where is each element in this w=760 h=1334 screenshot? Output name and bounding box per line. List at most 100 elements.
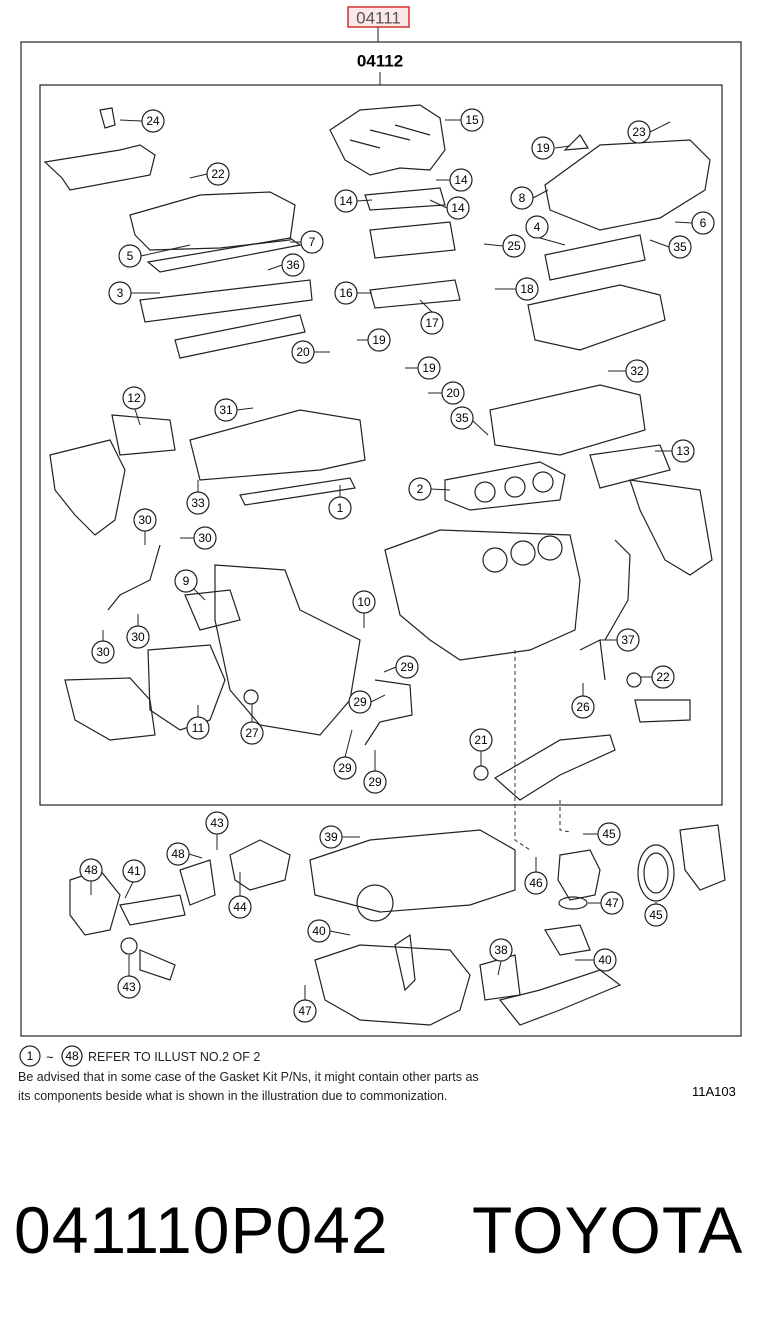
callout-40[interactable]: 40	[575, 948, 617, 972]
callout-3[interactable]: 3	[108, 281, 160, 305]
callout-20a[interactable]: 20	[291, 340, 330, 364]
callout-5[interactable]: 5	[118, 244, 191, 268]
svg-text:8: 8	[519, 191, 526, 205]
range-text: REFER TO ILLUST NO.2 OF 2	[88, 1050, 260, 1064]
callout-23[interactable]: 22	[189, 162, 230, 186]
range-tilde: ~	[46, 1050, 54, 1065]
callout-37[interactable]: 38	[489, 938, 513, 976]
callout-29d[interactable]: 29	[363, 750, 387, 794]
callout-6[interactable]: 6	[674, 211, 715, 235]
range-start-circle	[19, 1045, 41, 1067]
svg-text:24: 24	[146, 114, 160, 128]
callout-4[interactable]: 4	[525, 215, 566, 246]
callout-34[interactable]: 35	[450, 406, 489, 436]
callout-21[interactable]: 19	[531, 136, 571, 160]
callout-43a[interactable]: 43	[205, 811, 229, 850]
svg-text:35: 35	[455, 411, 469, 425]
callout-33[interactable]: 33	[186, 480, 210, 515]
svg-text:5: 5	[127, 249, 134, 263]
svg-text:14: 14	[451, 201, 465, 215]
callout-14b[interactable]: 14	[334, 189, 373, 213]
svg-text:13: 13	[676, 444, 690, 458]
callout-16[interactable]: 17	[419, 299, 444, 335]
callout-42[interactable]: 43	[117, 955, 141, 999]
callout-26[interactable]: 24	[119, 109, 165, 133]
svg-text:45: 45	[649, 908, 663, 922]
svg-text:6: 6	[700, 216, 707, 230]
footer-part-number: 041110P042	[14, 1193, 389, 1267]
callout-10[interactable]: 10	[352, 590, 376, 628]
callout-48a[interactable]: 48	[166, 842, 203, 866]
range-end: 48	[65, 1049, 79, 1063]
callout-13[interactable]: 13	[655, 439, 695, 463]
callout-29c[interactable]: 29	[333, 729, 357, 780]
svg-text:30: 30	[96, 645, 110, 659]
callout-9[interactable]: 9	[174, 569, 206, 601]
callout-17[interactable]: 15	[445, 108, 484, 132]
callout-2[interactable]: 2	[408, 477, 451, 501]
range-start: 1	[27, 1049, 34, 1063]
callout-19b[interactable]: 19	[405, 356, 441, 380]
callout-35a[interactable]: 35	[649, 235, 692, 259]
callout-46[interactable]: 47	[588, 891, 624, 915]
callout-30c[interactable]: 30	[126, 614, 150, 649]
callout-31[interactable]: 31	[214, 398, 254, 422]
callout-38[interactable]: 39	[319, 825, 360, 849]
callout-45b[interactable]: 46	[524, 857, 548, 895]
callout-29b[interactable]: 29	[348, 690, 386, 714]
callout-14a[interactable]: 14	[436, 168, 473, 192]
svg-text:25: 25	[507, 239, 521, 253]
callout-39[interactable]: 40	[307, 919, 351, 943]
callout-28[interactable]: 27	[240, 704, 264, 745]
svg-text:23: 23	[632, 125, 646, 139]
callout-43b[interactable]: 44	[228, 872, 252, 919]
part-drawings	[43, 104, 726, 1026]
callout-20b[interactable]: 20	[428, 381, 465, 405]
callout-18[interactable]: 18	[495, 277, 539, 301]
callout-19a[interactable]: 19	[357, 328, 391, 352]
callout-1[interactable]: 1	[328, 485, 352, 520]
svg-text:29: 29	[368, 775, 382, 789]
svg-text:19: 19	[422, 361, 436, 375]
svg-text:41: 41	[127, 864, 141, 878]
callout-24[interactable]: 23	[627, 120, 671, 144]
callout-35b[interactable]: 36	[267, 253, 305, 277]
svg-text:14: 14	[339, 194, 353, 208]
callout-22b[interactable]: 21	[469, 728, 493, 766]
svg-text:32: 32	[630, 364, 644, 378]
callout-41[interactable]: 41	[122, 859, 146, 899]
callout-15[interactable]: 16	[334, 281, 372, 305]
svg-text:47: 47	[298, 1004, 312, 1018]
callout-7[interactable]: 7	[290, 230, 324, 254]
callout-14c[interactable]: 14	[429, 196, 470, 220]
outer-frame	[20, 41, 742, 1037]
callout-30d[interactable]: 30	[91, 630, 115, 664]
callout-8[interactable]: 8	[510, 186, 549, 210]
callout-22a[interactable]: 22	[640, 665, 675, 689]
callout-30b[interactable]: 30	[180, 526, 217, 550]
exploded-parts-diagram: 04111 04112	[19, 6, 742, 1067]
callout-32[interactable]: 32	[608, 359, 649, 383]
callout-27[interactable]: 26	[571, 683, 595, 719]
callout-36[interactable]: 37	[600, 628, 640, 652]
main-part-number[interactable]: 04111	[356, 9, 401, 28]
callout-45a[interactable]: 45	[583, 822, 621, 846]
svg-text:10: 10	[357, 595, 371, 609]
svg-text:30: 30	[138, 513, 152, 527]
svg-text:20: 20	[296, 345, 310, 359]
callout-29a[interactable]: 29	[383, 655, 419, 679]
callout-48b[interactable]: 48	[79, 858, 103, 895]
svg-text:43: 43	[210, 816, 224, 830]
callout-30a[interactable]: 30	[133, 508, 157, 545]
svg-text:47: 47	[605, 896, 619, 910]
svg-text:27: 27	[245, 726, 259, 740]
svg-text:40: 40	[598, 953, 612, 967]
svg-text:26: 26	[576, 700, 590, 714]
advisory-line-2: its components beside what is shown in t…	[18, 1089, 448, 1103]
callout-25[interactable]: 25	[483, 234, 526, 258]
callout-11[interactable]: 11	[186, 705, 210, 740]
callout-47[interactable]: 47	[293, 985, 317, 1023]
svg-text:16: 16	[339, 286, 353, 300]
callout-12[interactable]: 12	[122, 386, 146, 426]
callout-44[interactable]: 45	[644, 902, 668, 927]
